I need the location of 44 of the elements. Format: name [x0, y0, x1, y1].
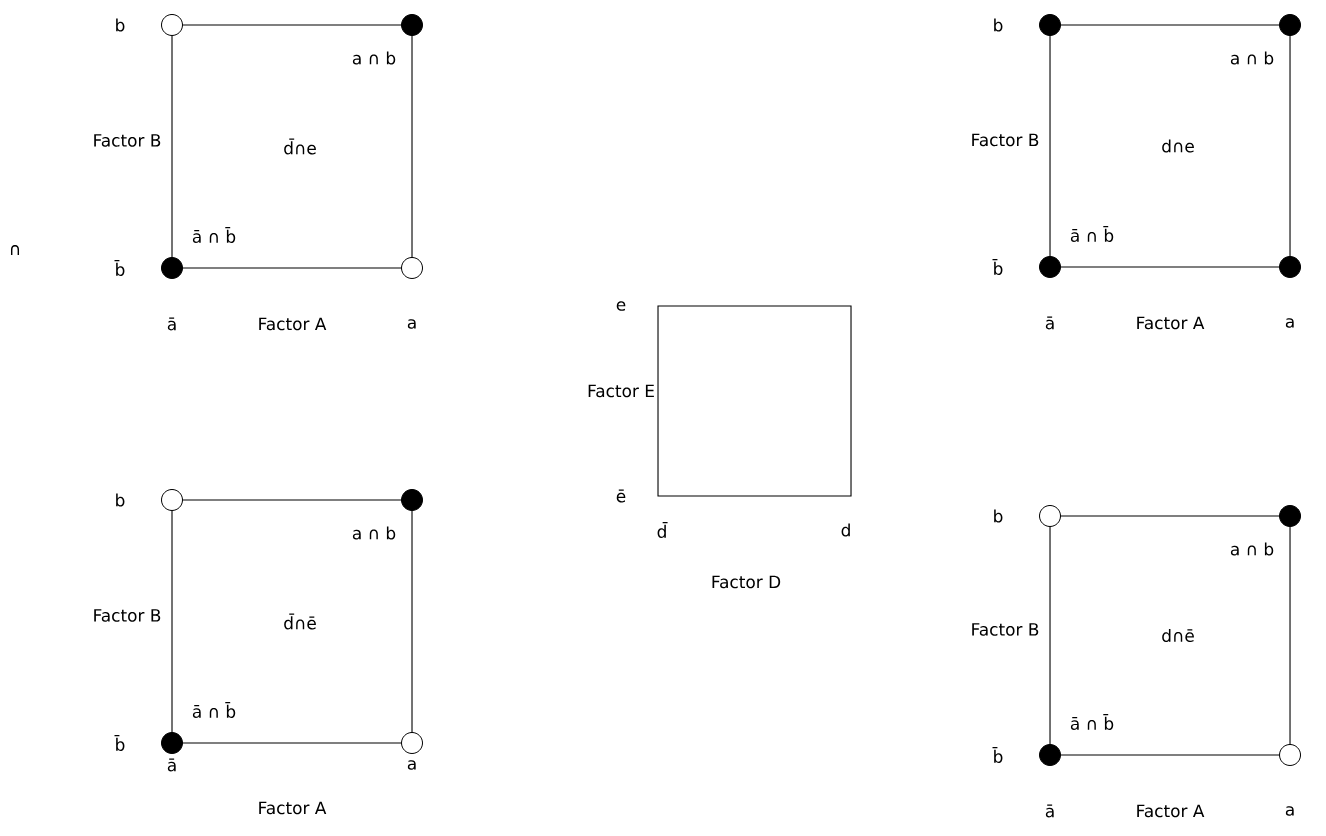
corner-label: d∩ē: [1162, 628, 1194, 643]
axis-label: a: [407, 319, 416, 329]
corner-label: ā ∩ b̄: [1070, 226, 1114, 242]
axis-label: b: [116, 493, 125, 507]
axis-label: Factor A: [259, 801, 327, 815]
axis-label: b: [994, 18, 1003, 32]
axis-label: ē: [616, 489, 626, 503]
axis-label: b̄: [992, 259, 1003, 275]
axis-label: b: [994, 509, 1003, 523]
corner-label: a ∩ b: [352, 526, 396, 540]
axis-label: Factor D: [712, 575, 781, 589]
corner-label: a ∩ b: [1230, 51, 1274, 65]
axis-label: Factor E: [588, 384, 654, 398]
axis-label: b̄: [114, 735, 125, 751]
corner-label: d̄∩e: [284, 138, 316, 155]
axis-label: Factor B: [94, 609, 161, 622]
axis-label: Factor A: [259, 317, 327, 331]
corner-label: d̄∩ē: [284, 613, 316, 630]
axis-label: Factor B: [94, 134, 161, 147]
axis-label: Factor A: [1137, 804, 1205, 818]
axis-label: ā: [167, 758, 176, 772]
axis-label: a: [407, 760, 416, 770]
square: [657, 305, 852, 497]
axis-label: ā: [1045, 316, 1054, 330]
corner-label: d∩e: [1162, 139, 1194, 153]
axis-label: ā: [167, 317, 176, 331]
axis-label: Factor B: [972, 623, 1039, 636]
axis-label: ā: [1045, 804, 1054, 818]
axis-label: b: [116, 18, 125, 32]
axis-label: e: [616, 301, 626, 311]
axis-label: d: [841, 523, 850, 537]
axis-label: d̄: [657, 522, 668, 538]
axis-label: a: [1285, 318, 1294, 328]
axis-label: Factor A: [1137, 316, 1205, 330]
axis-label: b̄: [992, 747, 1003, 763]
corner-label: ā ∩ b̄: [1070, 714, 1114, 730]
axis-label: a: [1285, 806, 1294, 816]
corner-label: ā ∩ b̄: [192, 702, 236, 718]
axis-label: Factor B: [972, 133, 1039, 147]
symbol-label: ∩: [11, 245, 19, 255]
corner-label: a ∩ b: [352, 51, 396, 65]
corner-label: ā ∩ b̄: [192, 227, 236, 243]
corner-label: a ∩ b: [1230, 542, 1274, 556]
axis-label: b̄: [114, 260, 125, 276]
